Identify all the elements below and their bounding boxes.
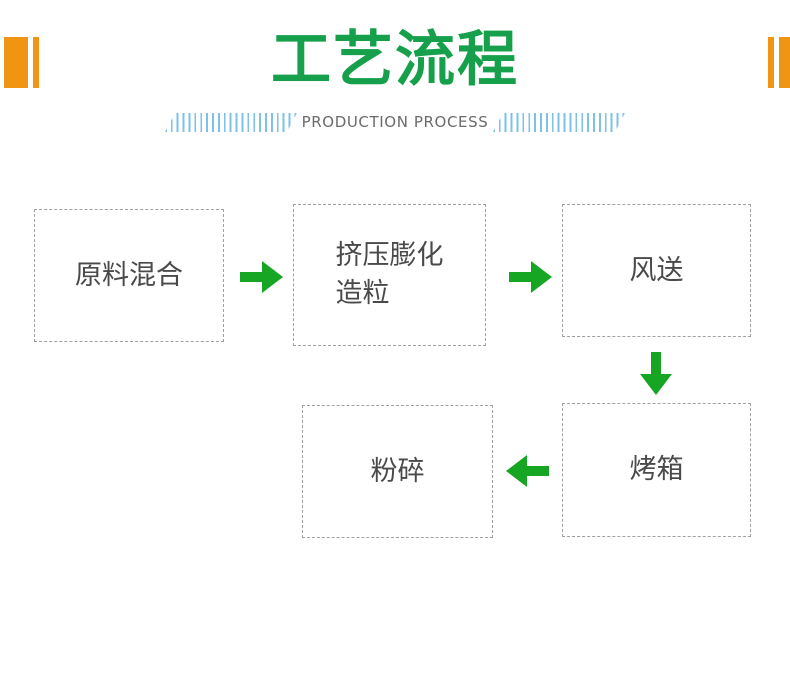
header-decoration-right-thick-bar: [779, 37, 790, 88]
flow-step-air-convey: 风送: [562, 204, 751, 337]
arrow-right-icon: [240, 261, 283, 293]
flow-step-extrude: 挤压膨化 造粒: [293, 204, 486, 346]
arrow-right-icon: [509, 261, 552, 293]
flow-step-oven: 烤箱: [562, 403, 751, 537]
hatch-stripes-right-icon: [493, 112, 626, 132]
flow-step-label: 挤压膨化 造粒: [335, 240, 444, 309]
flow-step-crush: 粉碎: [302, 405, 493, 538]
header-decoration-left-thin-bar: [33, 37, 39, 88]
subtitle-row: PRODUCTION PROCESS: [0, 108, 790, 136]
flow-step-label: 风送: [629, 254, 684, 286]
page-subtitle: PRODUCTION PROCESS: [297, 112, 493, 132]
flow-step-label: 烤箱: [629, 454, 684, 485]
hatch-stripes-left-icon: [164, 112, 297, 132]
arrow-left-icon: [506, 455, 549, 487]
arrow-down-icon: [640, 352, 672, 395]
flow-step-label: 原料混合: [75, 259, 183, 291]
page-title: 工艺流程: [271, 25, 519, 95]
flow-step-mix: 原料混合: [34, 209, 224, 342]
flow-step-label: 粉碎: [370, 455, 425, 487]
header-decoration-left-thick-bar: [4, 37, 28, 88]
header-decoration-right-thin-bar: [768, 37, 774, 88]
